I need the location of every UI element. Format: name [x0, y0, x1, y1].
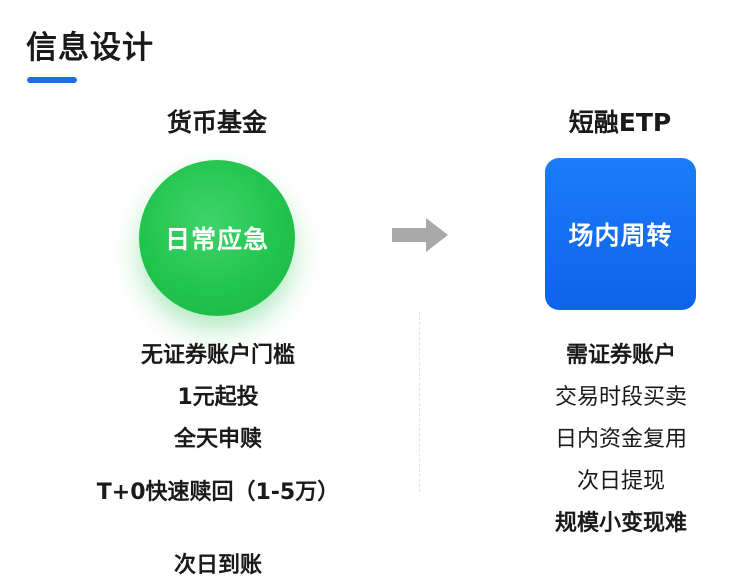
right-feature-item: 规模小变现难 [554, 511, 687, 536]
right-feature-item: 交易时段买卖 [554, 385, 687, 410]
daily-emergency-circle: 日常应急 [139, 160, 295, 316]
column-divider [419, 312, 420, 492]
left-feature-item: 无证券账户门槛 [140, 343, 295, 368]
title-underline [27, 77, 77, 83]
short-term-etp-heading: 短融ETP [568, 108, 672, 137]
left-feature-item: 全天申赎 [173, 427, 262, 452]
money-fund-heading: 货币基金 [166, 108, 267, 137]
right-feature-item: 需证券账户 [565, 343, 676, 368]
daily-emergency-label: 日常应急 [164, 225, 269, 254]
left-feature-item: T+0快速赎回（1-5万） [96, 480, 340, 505]
intraday-turnover-box: 场内周转 [545, 158, 696, 310]
left-feature-item: 次日到账 [173, 553, 262, 578]
right-feature-item: 次日提现 [576, 469, 665, 494]
right-feature-item: 日内资金复用 [554, 427, 687, 452]
left-feature-item: 1元起投 [177, 385, 259, 410]
page-title: 信息设计 [26, 30, 154, 66]
intraday-turnover-label: 场内周转 [568, 221, 673, 250]
arrow-right-icon [392, 218, 448, 252]
